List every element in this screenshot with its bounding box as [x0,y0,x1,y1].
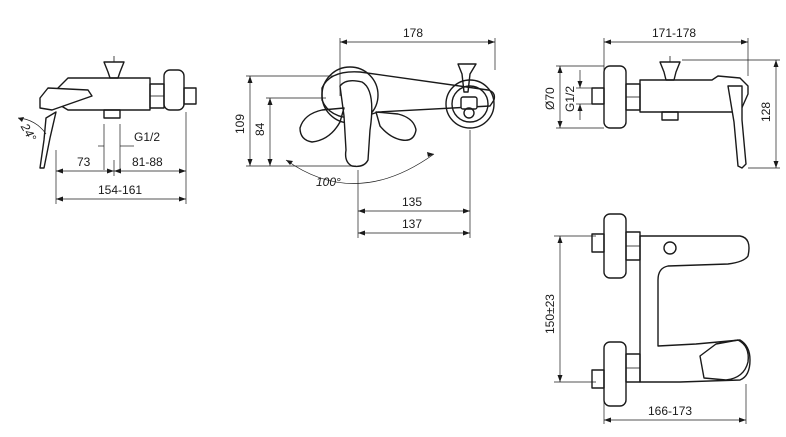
handle-lever-front [339,79,373,168]
lever-rotated [39,111,57,169]
dim-73: 73 [77,155,91,169]
pipe-stub-right [591,87,605,105]
diverter-knob [457,63,477,93]
cartridge-knob [103,61,125,79]
left-side-view: 24° G1/2 73 81-88 154-161 [17,56,197,204]
dim-137: 137 [402,217,422,231]
thread-g12-right: G1/2 [563,86,577,112]
wall-flange [163,69,185,111]
dim-diameter-70: Ø70 [543,87,557,110]
dim-135: 135 [402,195,422,209]
wall-flange-right [603,65,627,129]
body-top-outline [639,235,751,383]
right-side-view: 171-178 Ø70 G1/2 [543,26,780,169]
outlet-right [661,111,679,121]
outlet-stub [103,109,121,119]
flange-top-upper [603,213,627,279]
lever-ghost-right [375,111,417,141]
dim-154-161: 154-161 [98,183,142,197]
dim-109: 109 [233,114,247,134]
dim-128: 128 [759,102,773,122]
rosette-right [445,79,495,129]
knob-hole [663,241,677,255]
flange-top-lower [603,341,627,407]
dim-171-178: 171-178 [652,26,696,40]
dim-84: 84 [253,122,267,136]
dim-166-173: 166-173 [648,404,692,418]
outlet-front [460,96,478,110]
dim-150-23: 150±23 [543,294,557,334]
handle-lever [39,87,93,111]
dim-178: 178 [403,26,423,40]
connector-pipe [183,87,197,105]
faucet-body-front [321,71,496,119]
angle-100-label: 100° [316,175,341,189]
top-view: 150±23 166-173 [543,213,751,424]
lever-top [699,339,749,381]
front-view: 178 109 84 100° [233,26,496,238]
handle-lever-right [727,85,747,169]
thread-g12-left: G1/2 [134,130,160,144]
cartridge-knob-right [659,61,681,81]
lever-ghost-left [299,107,345,143]
pipe-top-lower [591,369,605,389]
dim-81-88: 81-88 [132,155,163,169]
pipe-top-upper [591,233,605,253]
